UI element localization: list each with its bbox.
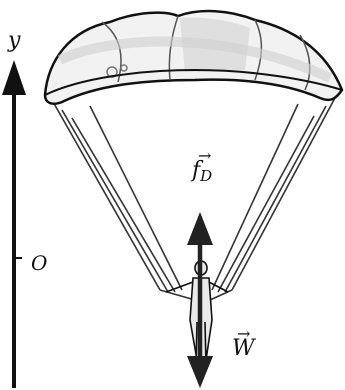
drag-force-arrow xyxy=(187,212,213,300)
weight-symbol: W xyxy=(232,336,255,361)
y-axis xyxy=(2,60,26,388)
drag-force-subscript: D xyxy=(200,167,213,185)
drag-force-label: → fD xyxy=(192,148,213,185)
vector-arrow-symbol: → xyxy=(237,324,251,343)
weight-arrow xyxy=(187,300,213,388)
parachute-canopy xyxy=(43,9,344,105)
weight-label: → W xyxy=(232,326,255,361)
drag-force-symbol: f xyxy=(192,158,201,183)
y-axis-label: y xyxy=(8,28,21,53)
vector-arrow-symbol: → xyxy=(198,146,212,165)
origin-label: O xyxy=(31,251,48,275)
suspension-lines xyxy=(51,95,337,301)
